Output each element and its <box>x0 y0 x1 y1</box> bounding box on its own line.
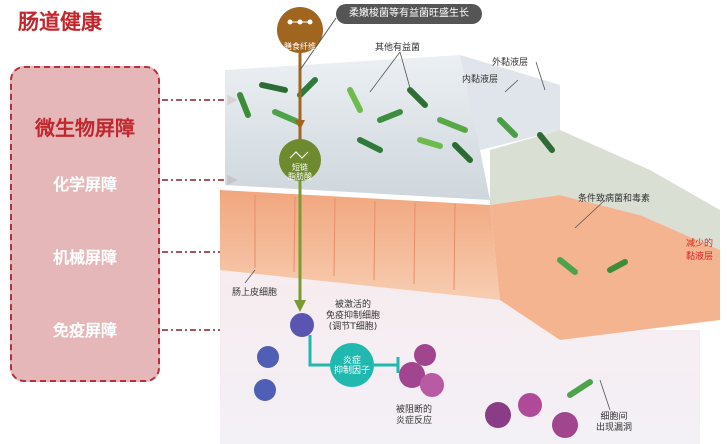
epithelial-label: 肠上皮细胞 <box>232 285 277 298</box>
other-bacteria-label: 其他有益菌 <box>375 40 420 53</box>
reduced-mucus-label: 减少的 黏液层 <box>686 236 713 262</box>
beneficial-bacteria-pill: 柔嫩梭菌等有益菌旺盛生长 <box>336 4 482 24</box>
inner-mucus-label: 内黏液层 <box>462 72 498 85</box>
anti-inflammatory-label: 炎症 抑制因子 <box>327 356 377 376</box>
fiber-label: 膳食纤维 <box>275 41 325 52</box>
blocked-inflammation-label: 被阻断的 炎症反应 <box>396 405 432 427</box>
scfa-label: 短链 脂肪酸 <box>275 163 325 181</box>
activated-cells-label: 被激活的 免疫抑制细胞 (调节T细胞) <box>326 300 380 333</box>
leakage-label: 细胞间 出现漏洞 <box>596 412 632 434</box>
pathogens-label: 条件致病菌和毒素 <box>578 191 650 204</box>
outer-mucus-label: 外黏液层 <box>492 55 528 68</box>
